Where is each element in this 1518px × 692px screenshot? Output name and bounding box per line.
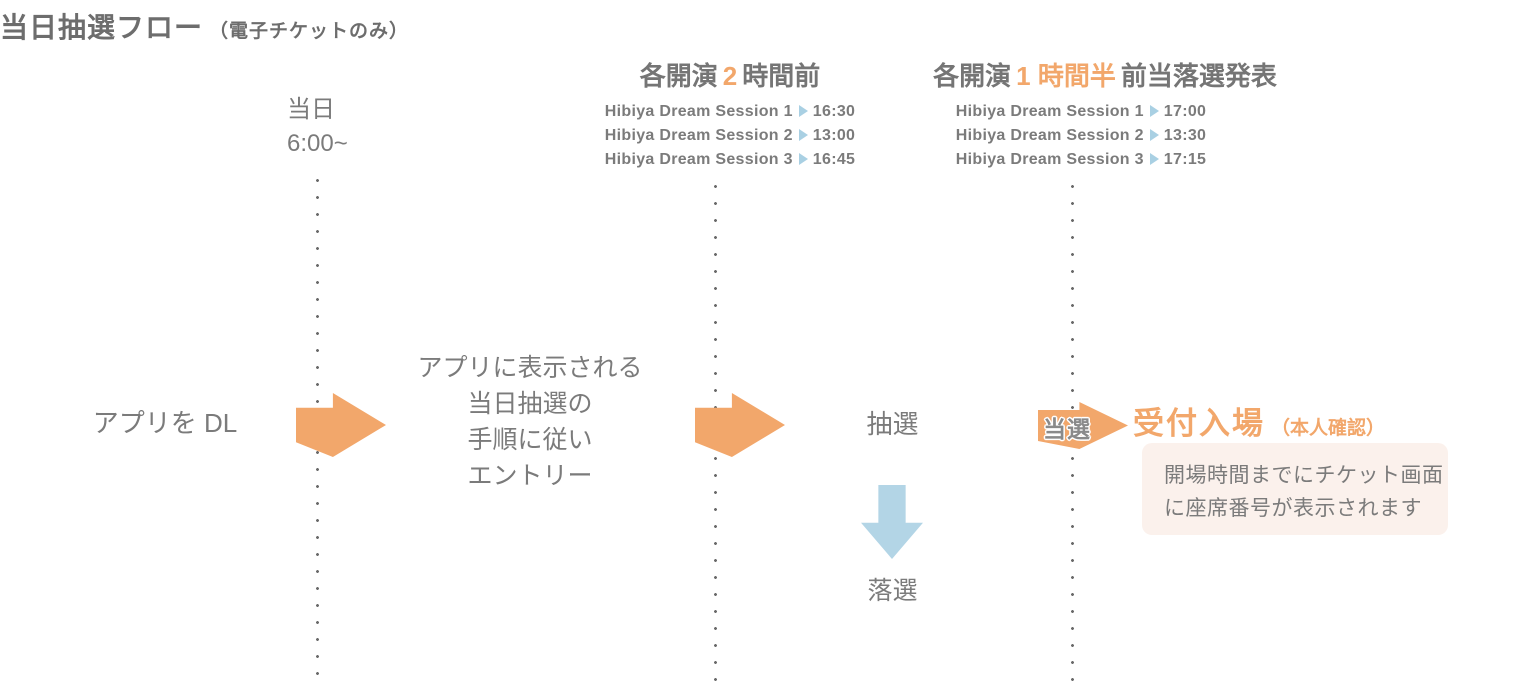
timeline-label-day: 当日 6:00~ bbox=[287, 93, 348, 161]
session-time: 13:00 bbox=[812, 127, 856, 144]
step-reception-entry: 受付入場 （本人確認） bbox=[1133, 398, 1385, 443]
step-entry-instructions: アプリに表示される 当日抽選の 手順に従い エントリー bbox=[385, 350, 675, 494]
play-triangle-icon bbox=[798, 153, 808, 165]
play-triangle-icon bbox=[1149, 105, 1159, 117]
session-times-entry-deadline: Hibiya Dream Session 1 16:30 Hibiya Dream… bbox=[575, 100, 885, 172]
seat-number-note-box: 開場時間までにチケット画面 に座席番号が表示されます bbox=[1142, 443, 1448, 535]
page-title-note: （電子チケットのみ） bbox=[209, 21, 410, 42]
identity-check-note: （本人確認） bbox=[1271, 418, 1386, 439]
session-name: Hibiya Dream Session 1 bbox=[955, 103, 1144, 120]
session-row: Hibiya Dream Session 1 16:30 bbox=[575, 100, 885, 124]
note-line2: に座席番号が表示されます bbox=[1164, 497, 1422, 520]
lose-label: 落選 bbox=[867, 577, 918, 605]
session-time: 13:30 bbox=[1163, 127, 1207, 144]
step-entry-line2: 当日抽選の bbox=[467, 390, 593, 418]
step-download-app: アプリを DL bbox=[92, 408, 238, 438]
session-row: Hibiya Dream Session 2 13:30 bbox=[926, 124, 1236, 148]
heading2-pre: 各開演 bbox=[639, 61, 718, 91]
session-time: 17:00 bbox=[1163, 103, 1207, 120]
session-time: 16:45 bbox=[812, 151, 856, 168]
session-name: Hibiya Dream Session 3 bbox=[604, 151, 793, 168]
step-lottery: 抽選 bbox=[866, 409, 919, 439]
session-row: Hibiya Dream Session 2 13:00 bbox=[575, 124, 885, 148]
session-name: Hibiya Dream Session 2 bbox=[955, 127, 1144, 144]
lose-arrow-down-icon bbox=[861, 485, 923, 559]
play-triangle-icon bbox=[1149, 153, 1159, 165]
session-row: Hibiya Dream Session 3 16:45 bbox=[575, 148, 885, 172]
session-name: Hibiya Dream Session 3 bbox=[955, 151, 1144, 168]
play-triangle-icon bbox=[1149, 129, 1159, 141]
heading3-post: 前当落選発表 bbox=[1120, 61, 1277, 91]
reception-entry-label: 受付入場 bbox=[1133, 406, 1265, 441]
timeline-label-day-line2: 6:00~ bbox=[287, 130, 348, 157]
heading2-post: 時間前 bbox=[742, 61, 821, 91]
win-label: 当選 bbox=[1043, 416, 1091, 442]
session-time: 16:30 bbox=[812, 103, 856, 120]
timeline-label-day-line1: 当日 bbox=[287, 96, 335, 123]
session-row: Hibiya Dream Session 3 17:15 bbox=[926, 148, 1236, 172]
step-entry-line3: 手順に従い bbox=[467, 426, 593, 454]
step-entry-line4: エントリー bbox=[467, 462, 593, 490]
flow-arrow-right-icon bbox=[695, 393, 785, 457]
note-line1: 開場時間までにチケット画面 bbox=[1164, 464, 1444, 487]
heading3-highlight: 1 時間半 bbox=[1016, 61, 1116, 91]
session-name: Hibiya Dream Session 2 bbox=[604, 127, 793, 144]
session-row: Hibiya Dream Session 1 17:00 bbox=[926, 100, 1236, 124]
session-times-results: Hibiya Dream Session 1 17:00 Hibiya Dream… bbox=[926, 100, 1236, 172]
page-title: 当日抽選フロー（電子チケットのみ） bbox=[0, 6, 409, 46]
page-title-main: 当日抽選フロー bbox=[0, 12, 204, 43]
flow-arrow-right-icon bbox=[296, 393, 386, 457]
step-entry-line1: アプリに表示される bbox=[417, 354, 643, 382]
session-name: Hibiya Dream Session 1 bbox=[604, 103, 793, 120]
session-time: 17:15 bbox=[1163, 151, 1207, 168]
heading2-highlight: 2 bbox=[722, 61, 738, 91]
play-triangle-icon bbox=[798, 105, 808, 117]
heading3-pre: 各開演 bbox=[933, 61, 1012, 91]
play-triangle-icon bbox=[798, 129, 808, 141]
